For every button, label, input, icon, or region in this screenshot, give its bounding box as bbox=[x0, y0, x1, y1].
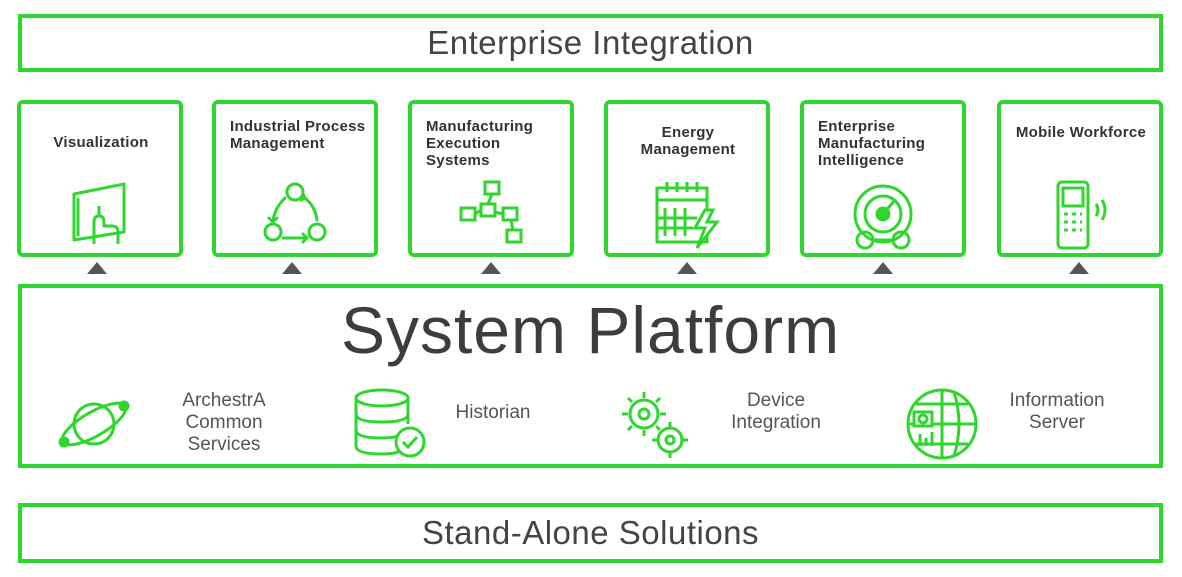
module-visualization: Visualization bbox=[17, 100, 183, 257]
module-label: Mobile Workforce bbox=[1015, 124, 1147, 141]
module-manufacturing-execution-systems: Manufacturing Execution Systems bbox=[408, 100, 574, 257]
module-enterprise-manufacturing-intelligence: Enterprise Manufacturing Intelligence bbox=[800, 100, 966, 257]
standalone-solutions-label: Stand-Alone Solutions bbox=[421, 514, 760, 551]
connector-arrow bbox=[282, 262, 302, 274]
module-label: Energy Management bbox=[640, 124, 736, 158]
module-label: Visualization bbox=[53, 134, 149, 151]
service-information-server: Information Server bbox=[902, 384, 1142, 464]
gauge-dashboard-icon bbox=[853, 184, 913, 250]
connector-arrow bbox=[1069, 262, 1089, 274]
energy-calendar-icon bbox=[655, 182, 721, 249]
service-device-integration: Device Integration bbox=[616, 384, 856, 464]
module-industrial-process-management: Industrial Process Management bbox=[212, 100, 378, 257]
service-archestra-common-services: ArchestrA Common Services bbox=[54, 384, 294, 464]
service-label: Device Integration bbox=[731, 390, 821, 433]
service-label: Information Server bbox=[1009, 390, 1105, 433]
service-label: ArchestrA Common Services bbox=[182, 390, 266, 455]
system-platform-title: System Platform bbox=[340, 293, 841, 367]
service-historian: Historian bbox=[348, 384, 578, 464]
database-check-icon bbox=[354, 388, 426, 458]
workflow-blocks-icon bbox=[459, 180, 523, 244]
module-mobile-workforce: Mobile Workforce bbox=[997, 100, 1163, 257]
module-label: Industrial Process Management bbox=[230, 118, 366, 152]
globe-server-icon bbox=[906, 388, 978, 460]
enterprise-integration-box: Enterprise Integration bbox=[18, 14, 1163, 72]
enterprise-integration-label: Enterprise Integration bbox=[427, 24, 754, 61]
module-label: Manufacturing Execution Systems bbox=[426, 118, 534, 169]
service-label: Historian bbox=[455, 402, 531, 423]
connector-arrow bbox=[481, 262, 501, 274]
mobile-device-icon bbox=[1056, 180, 1107, 250]
connector-arrow bbox=[87, 262, 107, 274]
module-label: Enterprise Manufacturing Intelligence bbox=[818, 118, 926, 169]
connector-arrow bbox=[873, 262, 893, 274]
connector-arrow bbox=[677, 262, 697, 274]
orbit-planet-icon bbox=[58, 400, 130, 448]
system-platform-box: System Platform ArchestrA Common Service… bbox=[18, 284, 1163, 468]
module-energy-management: Energy Management bbox=[604, 100, 770, 257]
gears-icon bbox=[622, 392, 688, 458]
process-cycle-icon bbox=[263, 182, 327, 244]
standalone-solutions-box: Stand-Alone Solutions bbox=[18, 503, 1163, 563]
visualization-touchscreen-icon bbox=[72, 182, 126, 244]
